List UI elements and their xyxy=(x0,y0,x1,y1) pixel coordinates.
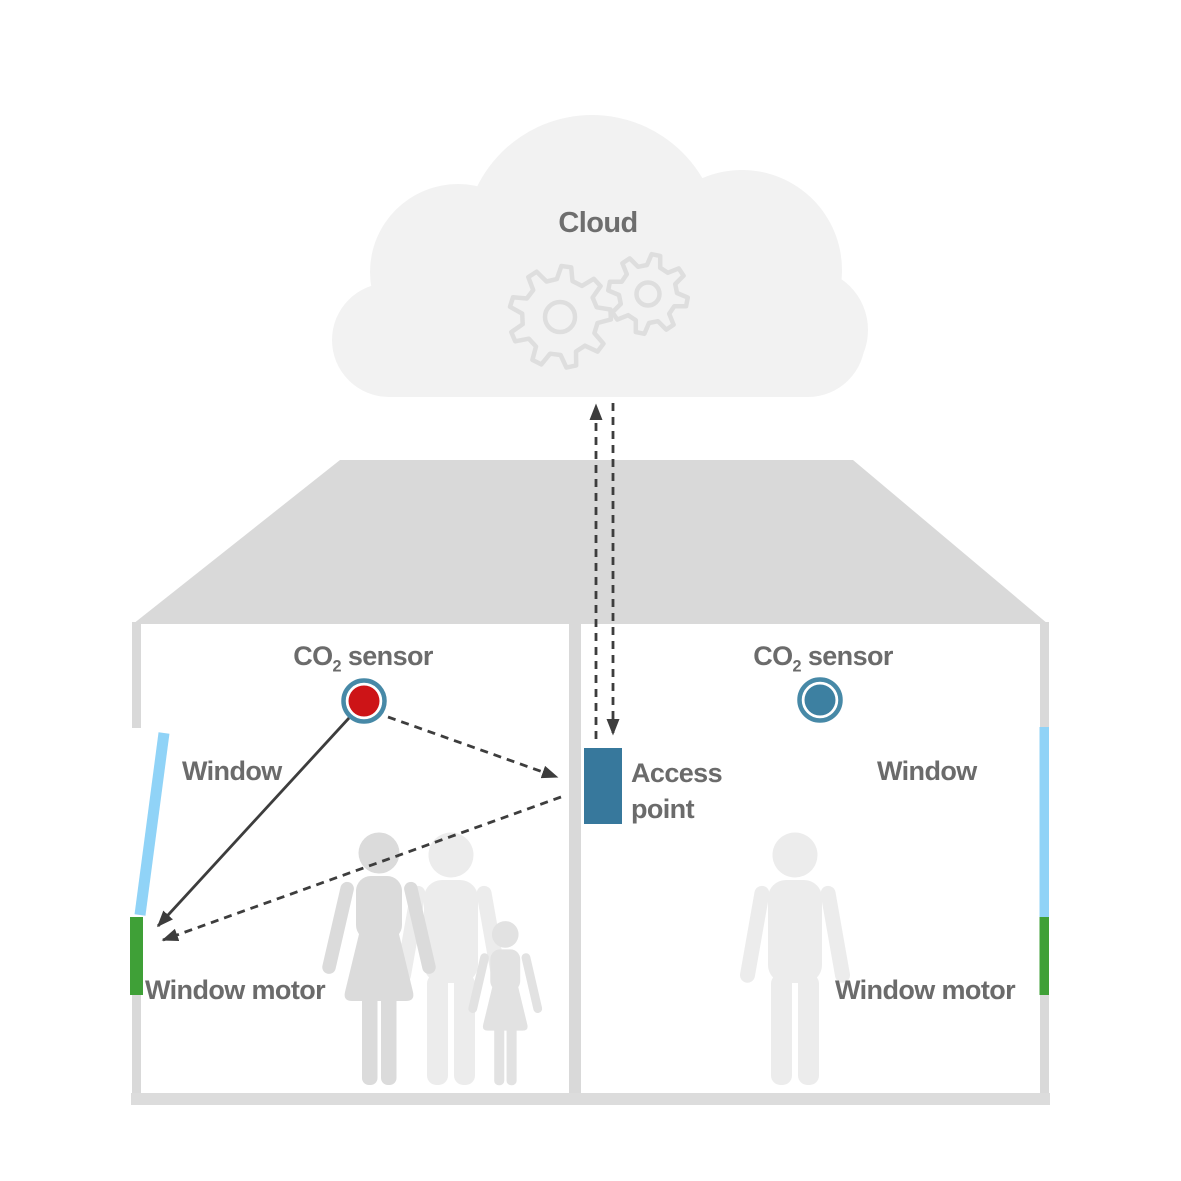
left-window-motor xyxy=(130,917,143,995)
cloud-label: Cloud xyxy=(558,207,638,239)
person-woman-left-room xyxy=(320,832,438,1085)
co2-sensor-label-right: CO2 sensor xyxy=(753,641,893,676)
floor xyxy=(131,1093,1050,1105)
person-child-left-room xyxy=(467,921,543,1086)
window-label-right: Window xyxy=(877,756,977,786)
access-point-icon xyxy=(584,748,622,824)
left-window-open xyxy=(134,732,170,916)
co2-sensor-right-icon xyxy=(797,677,843,723)
arrow-accesspoint-to-motor xyxy=(161,795,562,942)
window-label-left: Window xyxy=(182,756,282,786)
arrow-sensor-to-motor xyxy=(156,717,351,928)
cloud-icon xyxy=(332,115,868,397)
arrow-sensor-to-accesspoint xyxy=(387,715,559,779)
window-motor-label-right: Window motor xyxy=(835,975,1016,1005)
gears-icon xyxy=(507,251,691,370)
co2-sensor-left-icon xyxy=(341,678,387,724)
walls xyxy=(132,622,1049,1094)
person-man-right-room xyxy=(738,832,852,1085)
roof xyxy=(133,460,1048,624)
right-window-motor xyxy=(1039,917,1049,995)
co2-sensor-label-left: CO2 sensor xyxy=(293,641,433,676)
right-window xyxy=(1039,727,1049,917)
window-motor-label-left: Window motor xyxy=(145,975,326,1005)
